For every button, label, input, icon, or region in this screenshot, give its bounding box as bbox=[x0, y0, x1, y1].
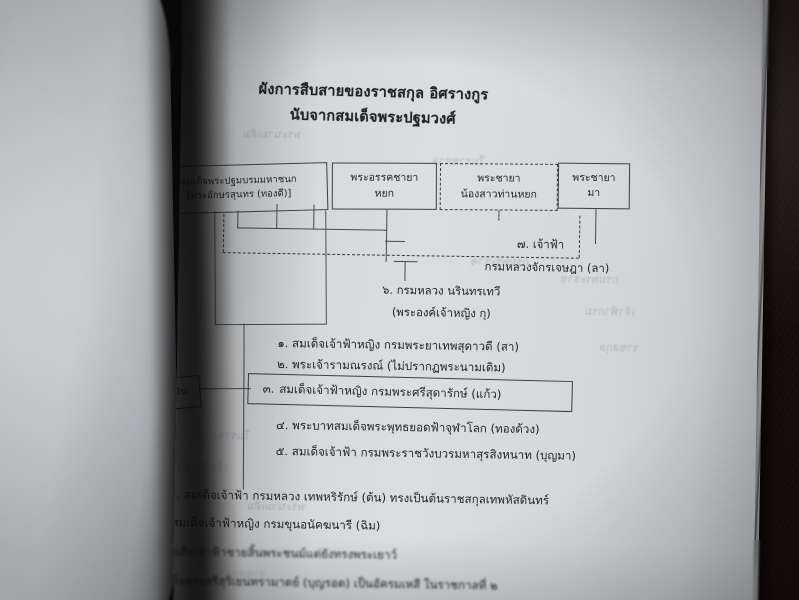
page-shading bbox=[172, 0, 764, 600]
right-printed-page: พระนามเดิม ในราชกาล กรมพระราช เจ้าฟ้ากรม… bbox=[172, 0, 764, 600]
book-gutter-shadow bbox=[142, 0, 244, 600]
